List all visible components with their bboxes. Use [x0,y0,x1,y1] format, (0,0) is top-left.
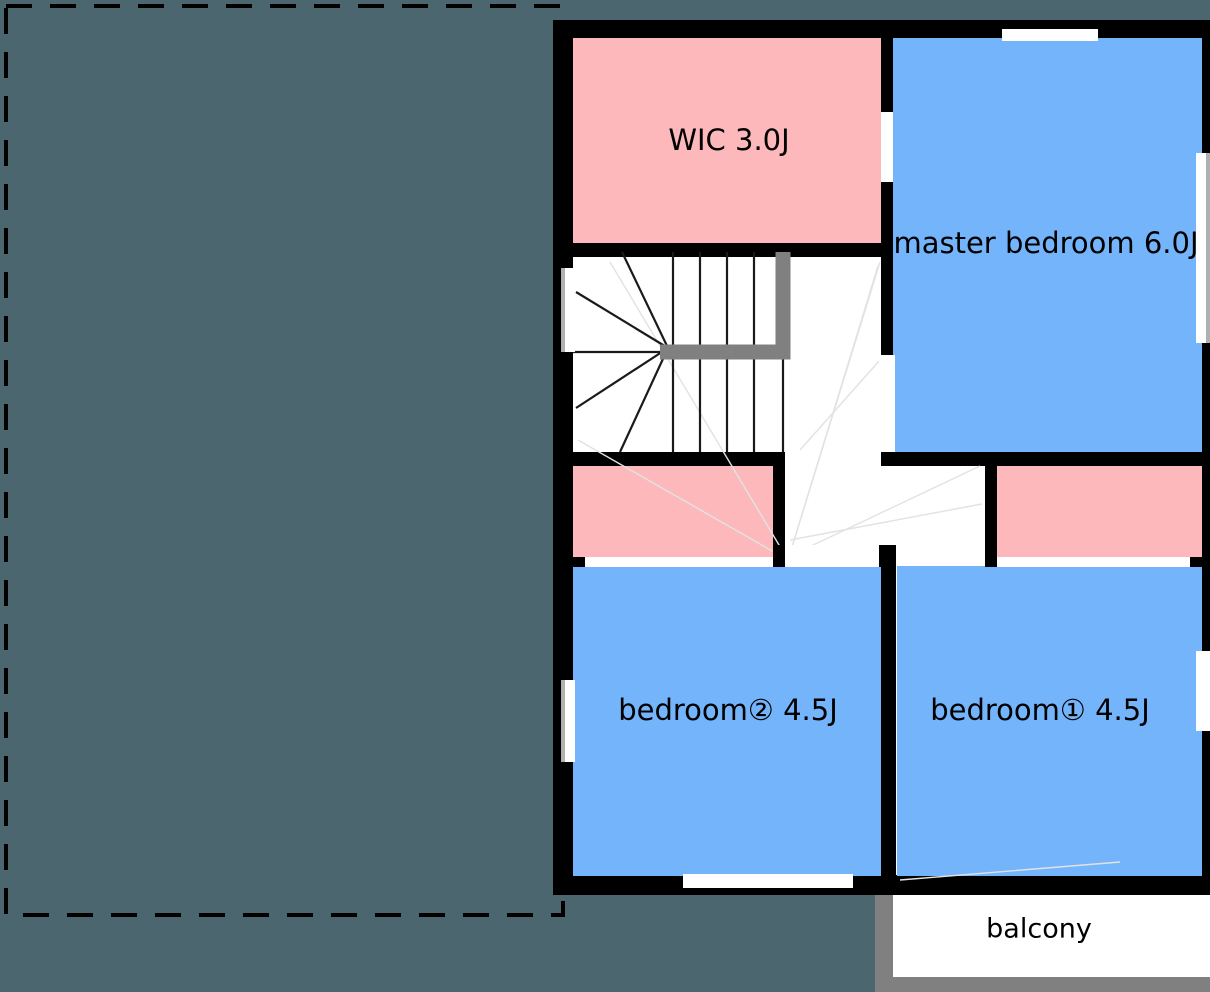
swing-master-door [799,359,881,451]
swing-hall-4 [577,439,789,561]
room-closet-right-fill [993,460,1202,557]
room-label-bedroom-2: bedroom② 4.5J [618,693,838,727]
wall-wic-right-upper [881,30,893,112]
balcony-area [875,885,1210,992]
stair-winder-lines [575,251,669,453]
wall-between-bedrooms [881,545,896,885]
stair-winder-line [575,347,669,409]
wall-nub-right-bedroom1 [1190,557,1210,567]
room-bedroom-1-fill [897,566,1202,876]
wall-wic-bottom [563,243,885,257]
door-hall-master [879,355,895,452]
room-bedroom-2-fill [573,566,881,876]
wall-closet-right-left [985,458,997,566]
swing-balcony [899,861,1121,881]
room-label-master-bedroom: master bedroom 6.0J [893,226,1198,260]
wall-nub-hall-left [773,545,785,567]
window-top-master [1002,29,1098,41]
wall-closet-left-right [773,452,785,560]
stair-winder-line [621,251,669,349]
winder-staircase [573,251,791,453]
wall-master-bottom [881,452,1202,466]
door-gap-bedroom-2 [585,557,773,567]
room-label-balcony: balcony [986,914,1092,945]
door-gap-bedroom-1 [997,557,1200,567]
wall-nub-left-bedroom2 [563,557,585,567]
room-wic-fill [573,38,881,243]
room-label-bedroom-1: bedroom① 4.5J [930,693,1150,727]
wall-hall-master-upper [881,250,893,355]
window-left-stairs-edge [561,268,565,352]
wall-stairs-bottom [563,452,785,466]
room-label-wic: WIC 3.0J [668,123,789,157]
window-left-bedroom-2-edge [561,680,565,762]
wall-nub-hall-right [879,545,896,567]
wall-nubs [563,545,1210,567]
room-master-bedroom-fill [893,38,1202,452]
balcony-floor [893,885,1210,977]
door-gap-hall-bedroom-2 [785,545,881,567]
selection-dashed-outline[interactable] [4,4,565,917]
stair-winder-line [619,347,669,453]
wall-openings [561,29,1210,888]
window-right-master-edge [1206,153,1210,343]
window-right-bedroom-1 [1196,651,1210,731]
swing-hall-5 [789,465,981,557]
swing-hall-6 [789,503,983,541]
stair-winder-line [575,291,669,349]
stair-handrail [660,252,791,360]
wall-wic-right-lower [881,182,893,257]
wall-nub-closet-right [985,545,997,567]
room-closet-left-fill [573,460,780,557]
window-bottom-bedroom-2 [683,874,853,888]
